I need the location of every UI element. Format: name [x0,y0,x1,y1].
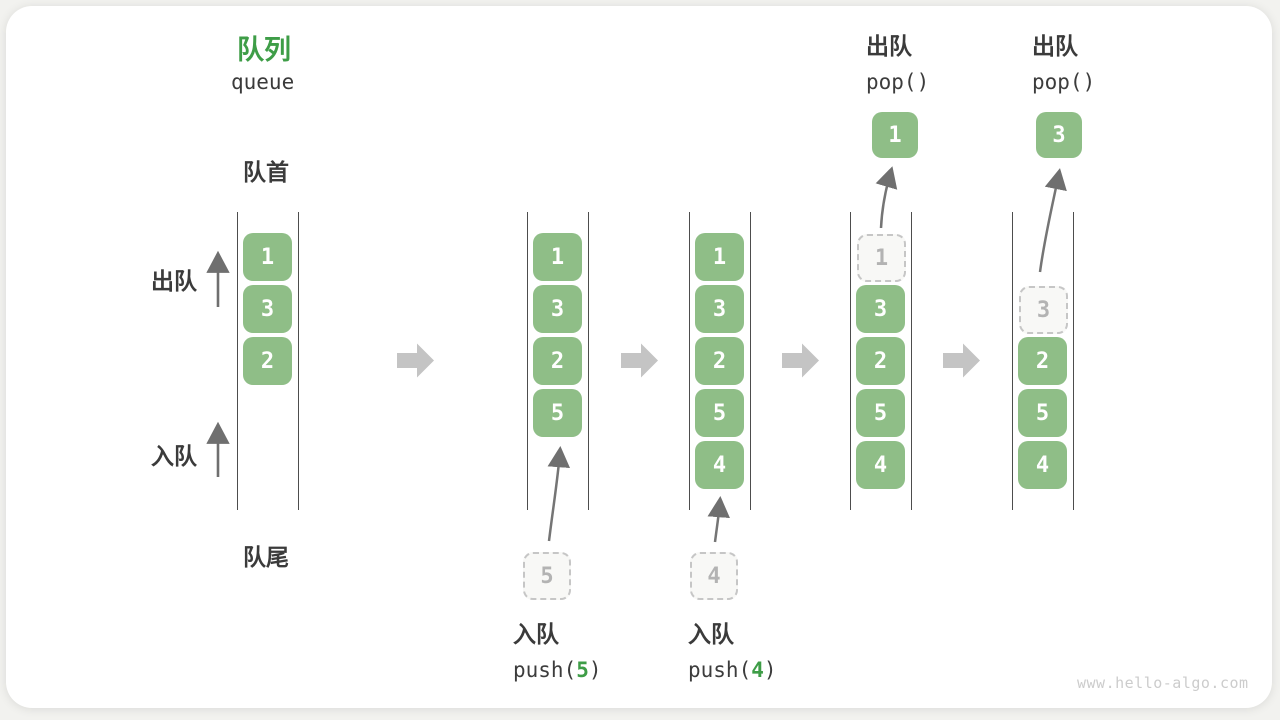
queue-cell: 2 [533,337,582,385]
queue-cell: 4 [1018,441,1067,489]
queue-cell: 1 [243,233,292,281]
pop-result-box: 1 [872,112,918,158]
queue-cell: 1 [695,233,744,281]
label-dequeue: 出队 [151,268,197,294]
queue-cell: 2 [856,337,905,385]
push-operand-box: 5 [523,552,571,600]
queue-cell: 3 [243,285,292,333]
label-enqueue: 入队 [151,443,197,469]
queue-cell: 3 [695,285,744,333]
queue-cell-removed: 3 [1019,286,1068,334]
queue-column-4: 1 3 2 5 4 [850,212,912,510]
queue-cell: 3 [856,285,905,333]
queue-column-1: 1 3 2 [237,212,299,510]
push-code: push(5) [513,658,602,682]
label-queue-front: 队首 [243,159,289,185]
pop-label: 出队 [1032,33,1078,59]
queue-cell: 5 [695,389,744,437]
push-label: 入队 [688,621,734,647]
queue-cell: 4 [695,441,744,489]
queue-cell: 5 [1018,389,1067,437]
pop-label: 出队 [866,33,912,59]
queue-column-2: 1 3 2 5 [527,212,589,510]
push-annotation: 入队 push(5) [513,616,602,688]
pop-annotation: 出队 pop() [866,28,929,100]
queue-cell: 5 [856,389,905,437]
queue-cell: 2 [243,337,292,385]
diagram-canvas [6,6,1272,708]
pop-result-box: 3 [1036,112,1082,158]
queue-cell: 4 [856,441,905,489]
queue-cell: 1 [533,233,582,281]
push-operand-box: 4 [690,552,738,600]
push-annotation: 入队 push(4) [688,616,777,688]
page-title: 队列 [237,35,291,65]
queue-column-5: 3 2 5 4 [1012,212,1074,510]
push-arg: 5 [576,658,589,682]
pop-annotation: 出队 pop() [1032,28,1095,100]
push-arg: 4 [751,658,764,682]
queue-column-3: 1 3 2 5 4 [689,212,751,510]
queue-cell: 2 [1018,337,1067,385]
queue-cell: 5 [533,389,582,437]
push-label: 入队 [513,621,559,647]
page-subtitle: queue [231,70,295,94]
queue-cell-removed: 1 [857,234,906,282]
pop-code: pop() [1032,70,1096,94]
pop-code: pop() [866,70,930,94]
queue-cell: 3 [533,285,582,333]
queue-cell: 2 [695,337,744,385]
label-queue-rear: 队尾 [243,544,289,570]
push-code: push(4) [688,658,777,682]
watermark: www.hello-algo.com [1077,674,1249,692]
